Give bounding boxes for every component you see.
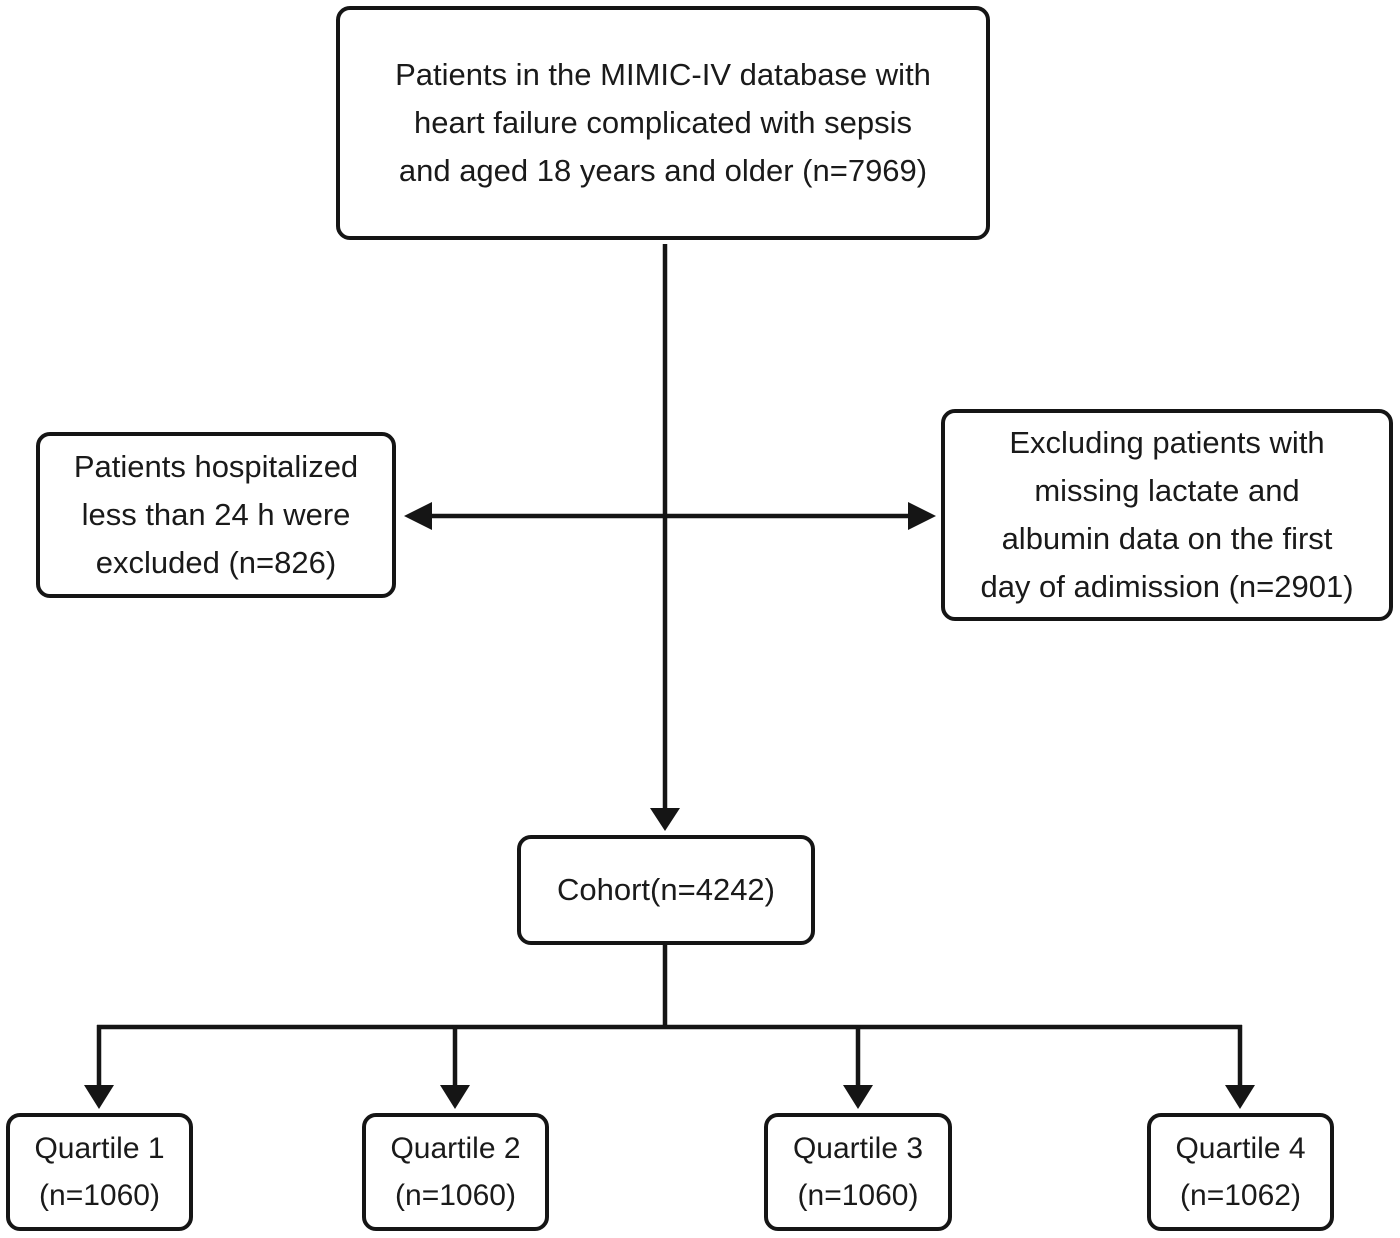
node-source-line-1: Patients in the MIMIC-IV database with (395, 57, 931, 92)
node-source-population: Patients in the MIMIC-IV database with h… (336, 6, 990, 240)
node-quartile-2-title: Quartile 2 (390, 1132, 521, 1165)
arrowhead-into-quartile2 (440, 1085, 470, 1109)
node-quartile-2: Quartile 2 (n=1060) (362, 1113, 549, 1231)
arrowhead-into-quartile4 (1225, 1085, 1255, 1109)
node-quartile-3-count: (n=1060) (797, 1179, 919, 1212)
node-quartile-1: Quartile 1 (n=1060) (6, 1113, 193, 1231)
node-excluded-short-stay: Patients hospitalized less than 24 h wer… (36, 432, 396, 598)
node-excluded-missing-data-line-1: Excluding patients with (1009, 425, 1325, 460)
arrowhead-into-excluded-right (908, 502, 936, 530)
node-excluded-short-stay-line-3: excluded (n=826) (95, 545, 337, 580)
node-source-line-3: and aged 18 years and older (n=7969) (398, 153, 928, 188)
arrowhead-into-quartile3 (843, 1085, 873, 1109)
node-excluded-missing-data: Excluding patients with missing lactate … (941, 409, 1393, 621)
node-source-line-2: heart failure complicated with sepsis (414, 105, 912, 140)
node-quartile-4: Quartile 4 (n=1062) (1147, 1113, 1334, 1231)
node-excluded-missing-data-line-3: albumin data on the first (1001, 521, 1333, 556)
arrowhead-into-cohort (650, 808, 680, 831)
node-quartile-4-title: Quartile 4 (1175, 1132, 1306, 1165)
node-quartile-2-count: (n=1060) (395, 1179, 516, 1212)
arrowhead-into-quartile1 (84, 1085, 114, 1109)
node-quartile-3: Quartile 3 (n=1060) (764, 1113, 952, 1231)
node-quartile-1-count: (n=1060) (39, 1179, 160, 1212)
arrowhead-into-excluded-left (404, 502, 432, 530)
node-excluded-missing-data-line-4: day of adimission (n=2901) (980, 569, 1354, 604)
node-excluded-short-stay-line-2: less than 24 h were (81, 497, 351, 532)
node-excluded-missing-data-line-2: missing lactate and (1034, 473, 1300, 508)
node-quartile-1-title: Quartile 1 (34, 1132, 165, 1165)
node-excluded-short-stay-line-1: Patients hospitalized (73, 449, 359, 484)
node-quartile-3-title: Quartile 3 (792, 1132, 924, 1165)
node-quartile-4-count: (n=1062) (1180, 1179, 1301, 1212)
node-cohort-label: Cohort(n=4242) (557, 872, 775, 907)
node-cohort: Cohort(n=4242) (517, 835, 815, 945)
